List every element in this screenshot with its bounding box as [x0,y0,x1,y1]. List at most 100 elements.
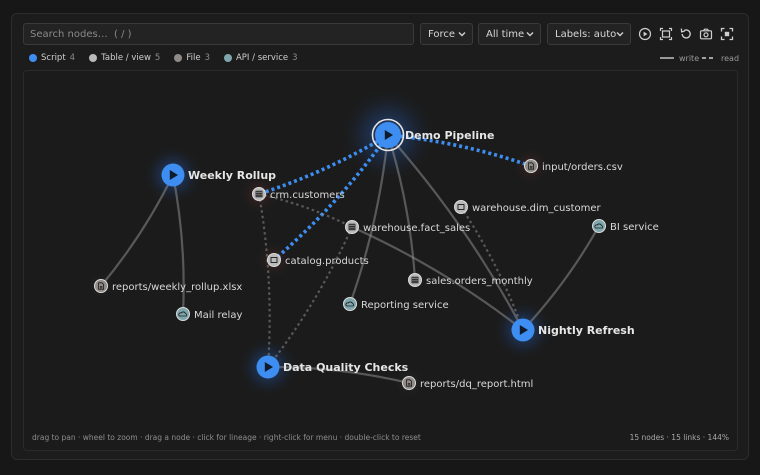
demo-to-catalog-link[interactable] [272,133,390,262]
dashed-line-icon [702,57,716,59]
play-icon [638,27,652,41]
chevron-down-icon [616,32,624,37]
node-nightly[interactable]: Nightly Refresh [511,318,635,342]
node-label-crm: crm.customers [270,190,345,201]
cloud-icon [345,301,354,307]
legend-count: 5 [154,53,161,63]
fact-to-dq-link[interactable] [267,226,354,368]
node-label-dim: warehouse.dim_customer [472,203,602,214]
node-bi[interactable]: BI service [592,219,659,234]
node-label-nightly: Nightly Refresh [538,324,635,337]
table-node-circle [408,273,422,287]
play-icon [519,325,528,335]
view-node-circle [454,200,468,214]
view-icon [457,204,465,210]
node-label-bi: BI service [610,222,659,233]
layout-select[interactable]: Force [420,23,473,45]
node-fact[interactable]: warehouse.fact_sales [345,220,471,235]
fit-view-icon [659,27,673,41]
demo-to-orders-link[interactable] [387,133,532,168]
play-icon [264,362,273,372]
legend-label: Script [41,53,66,63]
dim-to-nightly-link[interactable] [460,206,525,331]
legend-item-table-view[interactable]: Table / view 5 [89,53,160,63]
node-catalog[interactable]: catalog.products [267,253,369,268]
fact-to-nightly-link[interactable] [351,225,524,331]
node-mail[interactable]: Mail relay [176,307,243,322]
demo-to-crm-link[interactable] [258,133,389,196]
script-color-dot [29,54,37,62]
demo-to-nightly-link[interactable] [387,134,524,331]
node-label-monthly: sales.orders_monthly [426,276,533,287]
node-type-legend: Script 4 Table / view 5 File 3 API / ser… [29,51,312,65]
legend-item-file[interactable]: File 3 [174,53,210,63]
node-label-dqr: reports/dq_report.html [420,379,533,390]
chevron-down-icon [458,32,466,37]
api-node-circle [592,219,606,233]
node-orders[interactable]: input/orders.csv [524,159,623,174]
view-node-circle [267,253,281,267]
fit-view-button[interactable] [657,25,675,43]
time-range-select[interactable]: All time [478,23,541,45]
table-icon [255,190,263,198]
demo-to-monthly-link[interactable] [386,134,417,281]
write-line-key: write [660,52,699,64]
read-line-key: read [702,52,739,64]
crm-to-fact-link[interactable] [258,192,353,228]
layout-select-value: Force [428,28,456,40]
play-button[interactable] [636,25,654,43]
node-dq[interactable]: Data Quality Checks [256,355,409,379]
write-key-label: write [679,53,700,63]
interaction-hint: drag to pan · wheel to zoom · drag a nod… [32,433,421,442]
legend-item-script[interactable]: Script 4 [29,53,75,63]
legend-label: Table / view [101,53,151,63]
node-weekly[interactable]: Weekly Rollup [161,163,277,187]
fullscreen-icon [720,27,734,41]
view-icon [270,257,278,263]
node-label-weeklyx: reports/weekly_rollup.xlsx [112,282,242,293]
cloud-icon [594,223,603,229]
camera-icon [699,28,713,40]
node-crm[interactable]: crm.customers [252,187,345,202]
labels-select[interactable]: Labels: auto [547,23,631,45]
api-color-dot [223,54,232,62]
node-label-demo: Demo Pipeline [405,129,494,142]
cloud-icon [178,311,187,317]
time-range-select-value: All time [486,28,525,40]
screenshot-button[interactable] [697,25,715,43]
weekly-to-mail-link[interactable] [171,174,185,315]
node-monthly[interactable]: sales.orders_monthly [408,273,533,288]
fullscreen-button[interactable] [718,25,736,43]
table-icon [411,276,419,284]
api-node-circle [343,297,357,311]
search-input[interactable] [23,23,414,45]
demo-to-rep-link[interactable] [348,134,390,305]
reset-icon [680,28,691,39]
selected-ring [371,118,405,152]
reset-button[interactable] [677,25,695,43]
table-icon [348,223,356,231]
table-color-dot [89,54,98,62]
toolbar: Force All time Labels: auto [23,23,738,45]
node-label-rep: Reporting service [361,300,449,311]
dq-to-dqr-link[interactable] [267,365,410,385]
bi-to-nightly-link[interactable] [522,225,600,331]
legend-count: 4 [69,53,76,63]
file-icon [406,379,412,387]
node-dim[interactable]: warehouse.dim_customer [454,200,602,215]
legend-count: 3 [204,53,210,63]
node-demo[interactable]: Demo Pipeline [371,118,495,152]
api-node-circle [176,307,190,321]
node-dqr[interactable]: reports/dq_report.html [402,376,534,391]
weekly-to-weeklyx-link[interactable] [100,174,174,287]
node-label-fact: warehouse.fact_sales [363,223,470,234]
legend-item-api-service[interactable]: API / service 3 [223,53,298,63]
play-icon [169,170,178,180]
table-node-circle [252,187,266,201]
node-label-mail: Mail relay [194,310,242,321]
node-rep[interactable]: Reporting service [343,297,449,312]
solid-line-icon [660,57,674,59]
node-weeklyx[interactable]: reports/weekly_rollup.xlsx [94,279,243,294]
